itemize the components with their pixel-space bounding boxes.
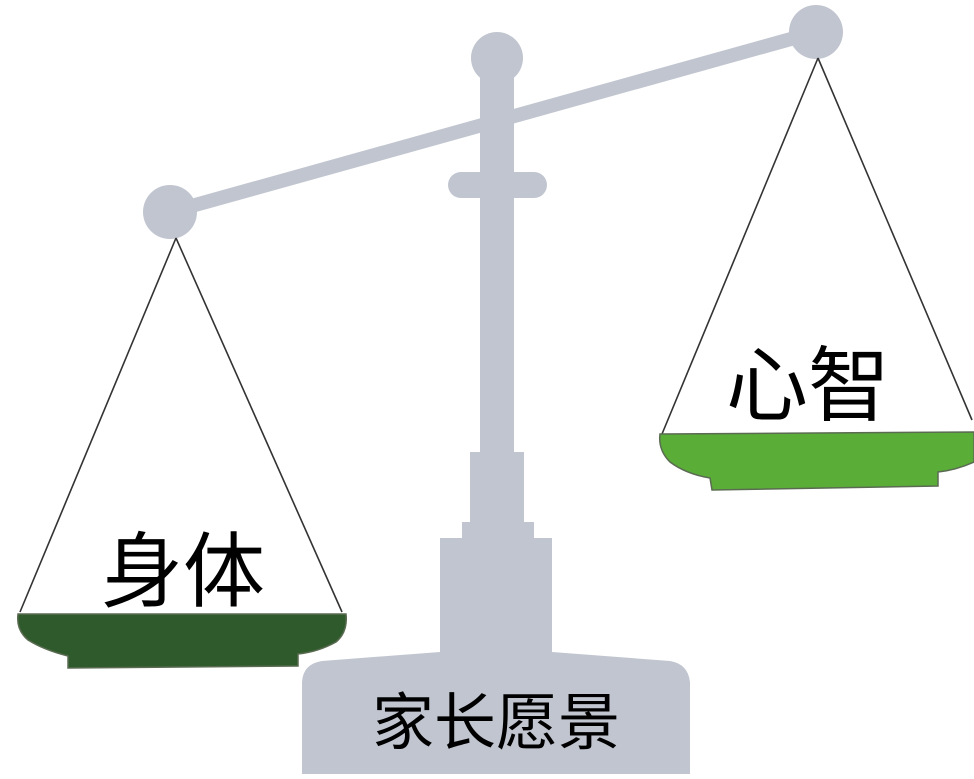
beam-left-knob — [143, 185, 197, 239]
right-pan — [658, 431, 974, 491]
left-pan-label: 身体 — [101, 525, 265, 620]
right-pan-strings — [661, 57, 973, 435]
scale-base — [302, 452, 690, 774]
right-pan-label: 心智 — [726, 339, 890, 434]
base-label: 家长愿景 — [372, 686, 620, 759]
pole-top-knob — [471, 32, 523, 84]
pole-collar — [448, 172, 547, 198]
beam-right-knob — [789, 5, 843, 59]
left-pan-strings — [19, 237, 343, 613]
left-pan — [16, 613, 348, 669]
scale-beam — [163, 25, 823, 219]
